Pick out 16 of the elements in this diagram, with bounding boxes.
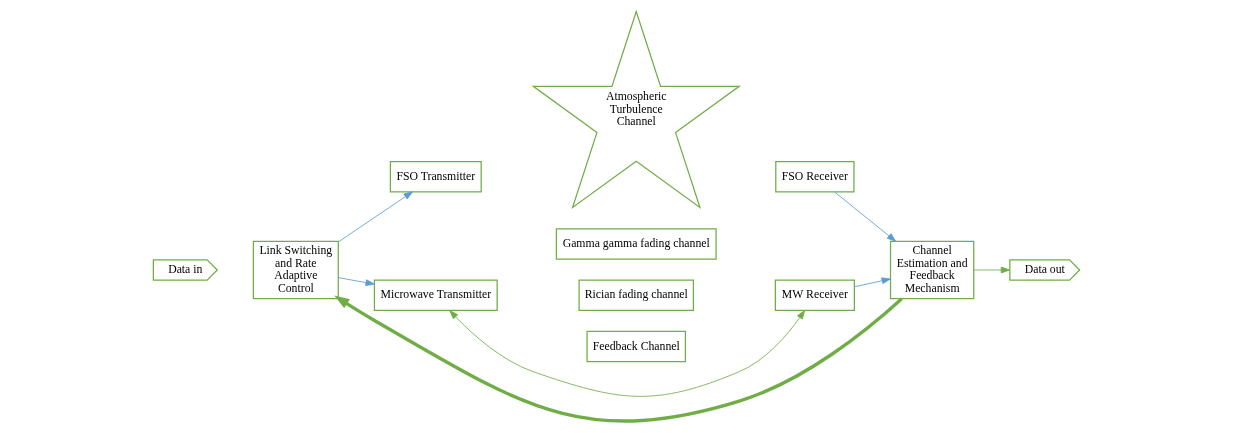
node-box: Channel Estimation and Feedback Mechanism [889,240,975,300]
node-box: MW Receiver [774,279,855,311]
node-box: Gamma gamma fading channel [555,228,717,260]
node-box: Link Switching and Rate Adaptive Control [252,240,339,300]
node-box: FSO Receiver [775,160,855,193]
node-box: Rician fading channel [578,279,695,311]
arrow [334,295,903,423]
node-box: Feedback Channel [586,330,687,363]
node-box: Microwave Transmitter [373,279,498,311]
arrow [338,277,375,286]
arrow [973,266,1011,274]
arrow [338,191,413,243]
arrow [449,310,806,397]
arrow [834,191,897,242]
arrow [854,277,891,288]
node-box: FSO Transmitter [389,160,482,193]
